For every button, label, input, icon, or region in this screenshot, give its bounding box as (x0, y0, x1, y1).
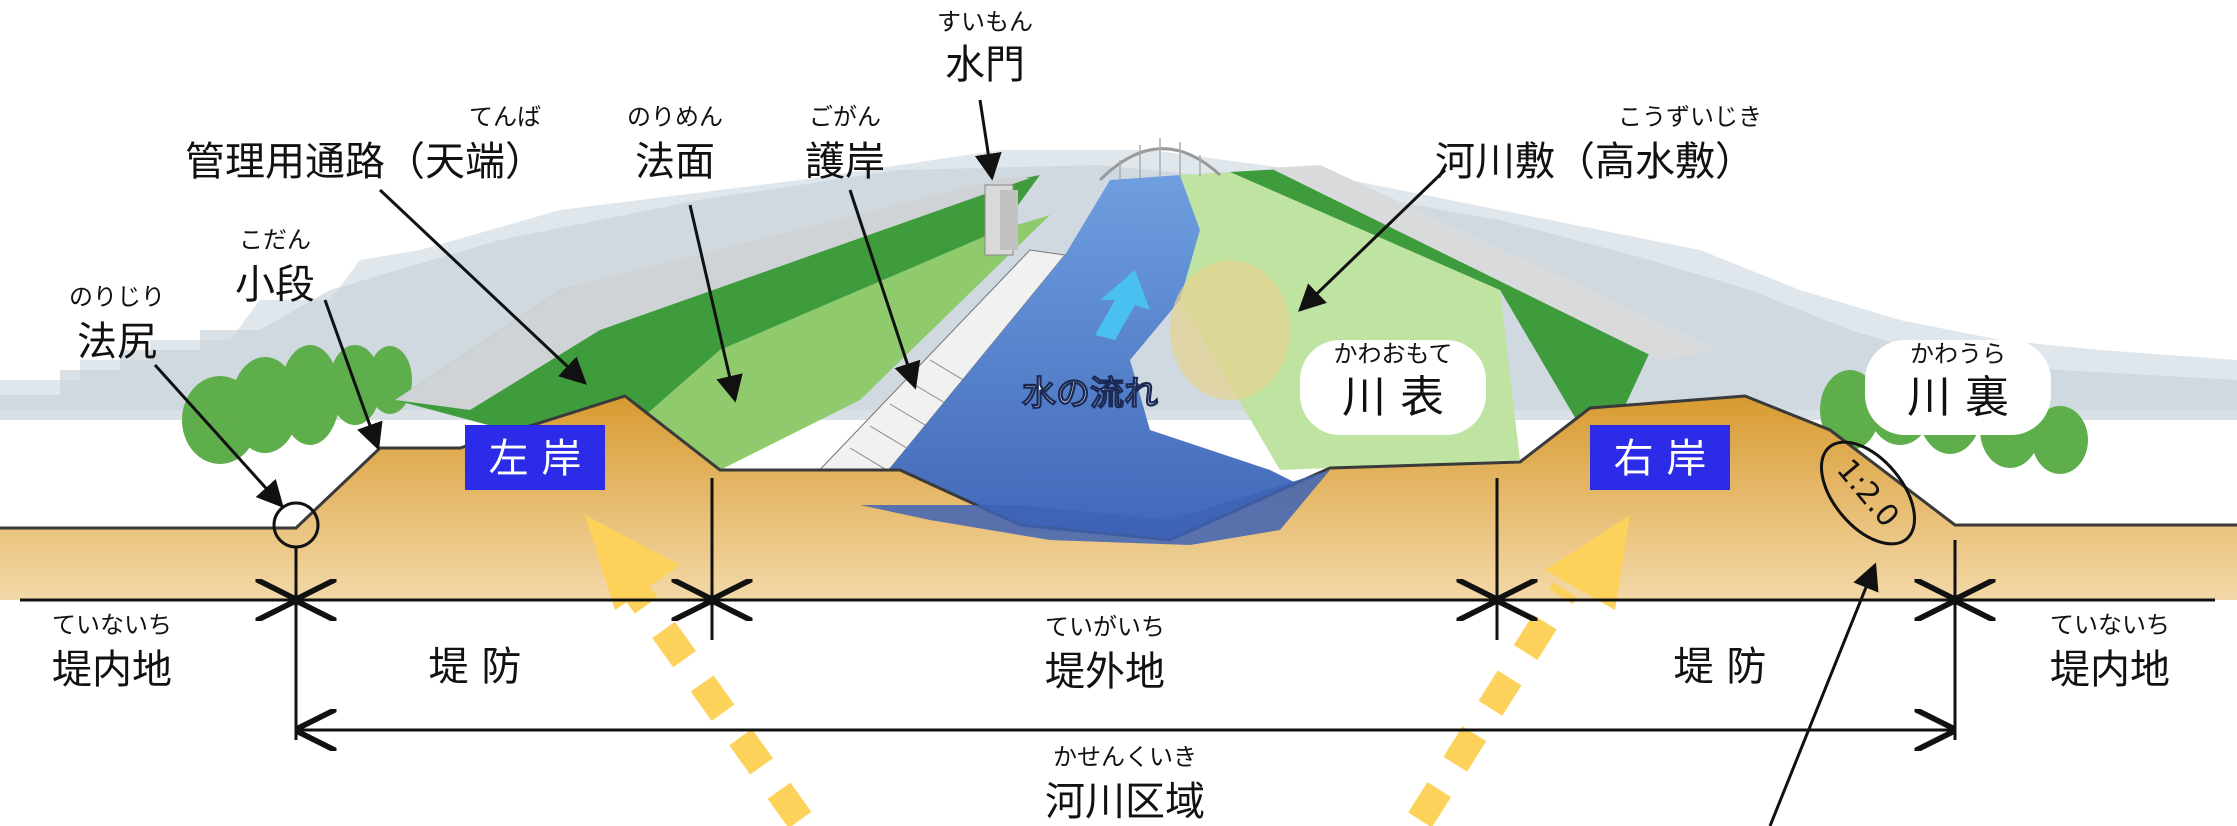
svg-text:法面: 法面 (635, 139, 715, 185)
svg-text:小段: 小段 (235, 262, 315, 308)
svg-text:かわうら: かわうら (1910, 340, 2006, 368)
svg-text:のりめん: のりめん (627, 103, 723, 131)
svg-text:かわおもて: かわおもて (1333, 340, 1452, 368)
pointer-arrows (153, 99, 1879, 826)
label-kasenkuiki: かせんくいき 河川区域 (1045, 743, 1205, 825)
svg-text:こだん: こだん (239, 226, 311, 254)
svg-text:ていないち: ていないち (2050, 611, 2170, 639)
label-gogan: ごがん 護岸 (805, 103, 885, 185)
label-kasenshiki: こうずいじき 河川敷（高水敷） (1435, 103, 1762, 185)
svg-text:ていがいち: ていがいち (1045, 613, 1165, 641)
svg-text:堤外地: 堤外地 (1045, 649, 1165, 695)
svg-text:川 裏: 川 裏 (1907, 372, 2009, 423)
label-teinaichi-right: ていないち 堤内地 (2050, 611, 2170, 693)
label-kodan: こだん 小段 (235, 226, 315, 308)
left-bank-label: 左 岸 (489, 436, 582, 482)
svg-text:法尻: 法尻 (77, 319, 157, 365)
right-bank-label: 右 岸 (1614, 436, 1707, 482)
label-norijiri: のりじり 法尻 (69, 283, 165, 365)
svg-text:河川区域: 河川区域 (1045, 779, 1205, 825)
svg-text:堤内地: 堤内地 (2050, 647, 2170, 693)
flow-direction-arrow-icon (1095, 270, 1150, 340)
label-teigaichi: ていがいち 堤外地 (1045, 613, 1165, 695)
label-kanriyo-tsuro: てんば 管理用通路（天端） (185, 103, 545, 185)
svg-text:管理用通路（天端）: 管理用通路（天端） (185, 139, 545, 185)
svg-text:こうずいじき: こうずいじき (1618, 103, 1762, 131)
svg-text:ごがん: ごがん (809, 103, 881, 131)
svg-text:堤内地: 堤内地 (52, 647, 172, 693)
water-flow-label: 水の流れ (1022, 374, 1158, 414)
norijiri-marker (272, 501, 320, 549)
svg-text:護岸: 護岸 (805, 139, 885, 185)
label-teibo-right: 堤 防 (1674, 644, 1767, 690)
label-teinaichi-left: ていないち 堤内地 (52, 611, 172, 693)
svg-text:水門: 水門 (945, 42, 1025, 88)
svg-text:のりじり: のりじり (69, 283, 165, 311)
svg-text:河川敷（高水敷）: 河川敷（高水敷） (1435, 139, 1755, 185)
svg-text:かせんくいき: かせんくいき (1053, 743, 1197, 771)
kawaomote-label: かわおもて 川 表 (1300, 340, 1486, 435)
svg-text:てんば: てんば (469, 103, 541, 131)
label-teibo-left: 堤 防 (429, 644, 522, 690)
label-nomen: のりめん 法面 (627, 103, 723, 185)
svg-text:すいもん: すいもん (937, 8, 1033, 36)
dimension-lines (20, 478, 2215, 740)
label-suimon: すいもん 水門 (937, 8, 1033, 88)
kawaura-label: かわうら 川 裏 (1865, 340, 2051, 435)
right-bank-badge: 右 岸 (1590, 425, 1730, 490)
svg-text:川 表: 川 表 (1342, 372, 1444, 423)
svg-text:ていないち: ていないち (52, 611, 172, 639)
left-bank-badge: 左 岸 (465, 425, 605, 490)
